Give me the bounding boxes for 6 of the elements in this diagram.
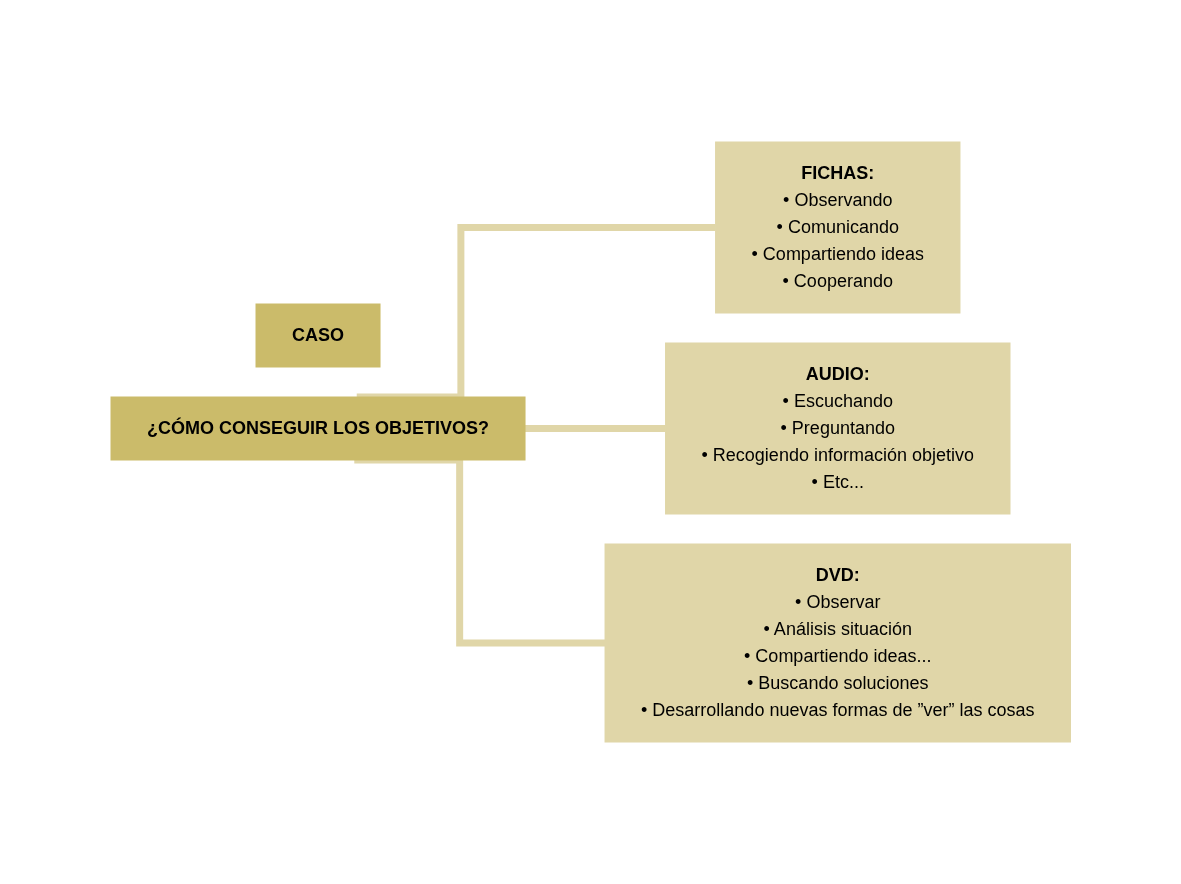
node-box: DVD: • Observar • Análisis situación • Compartiendo ideas... • Buscando soluciones • Desarrollando nuevas formas de ”ver” las cosas <box>604 543 1071 743</box>
node-box: ¿CÓMO CONSEGUIR LOS OBJETIVOS? <box>110 396 526 461</box>
node-box: AUDIO: • Escuchando • Preguntando • Recogiendo información objetivo • Etc... <box>664 342 1011 515</box>
node-box: CASO <box>255 303 381 368</box>
node-box: FICHAS: • Observando • Comunicando • Compartiendo ideas • Cooperando <box>714 141 961 314</box>
connector <box>524 425 666 432</box>
